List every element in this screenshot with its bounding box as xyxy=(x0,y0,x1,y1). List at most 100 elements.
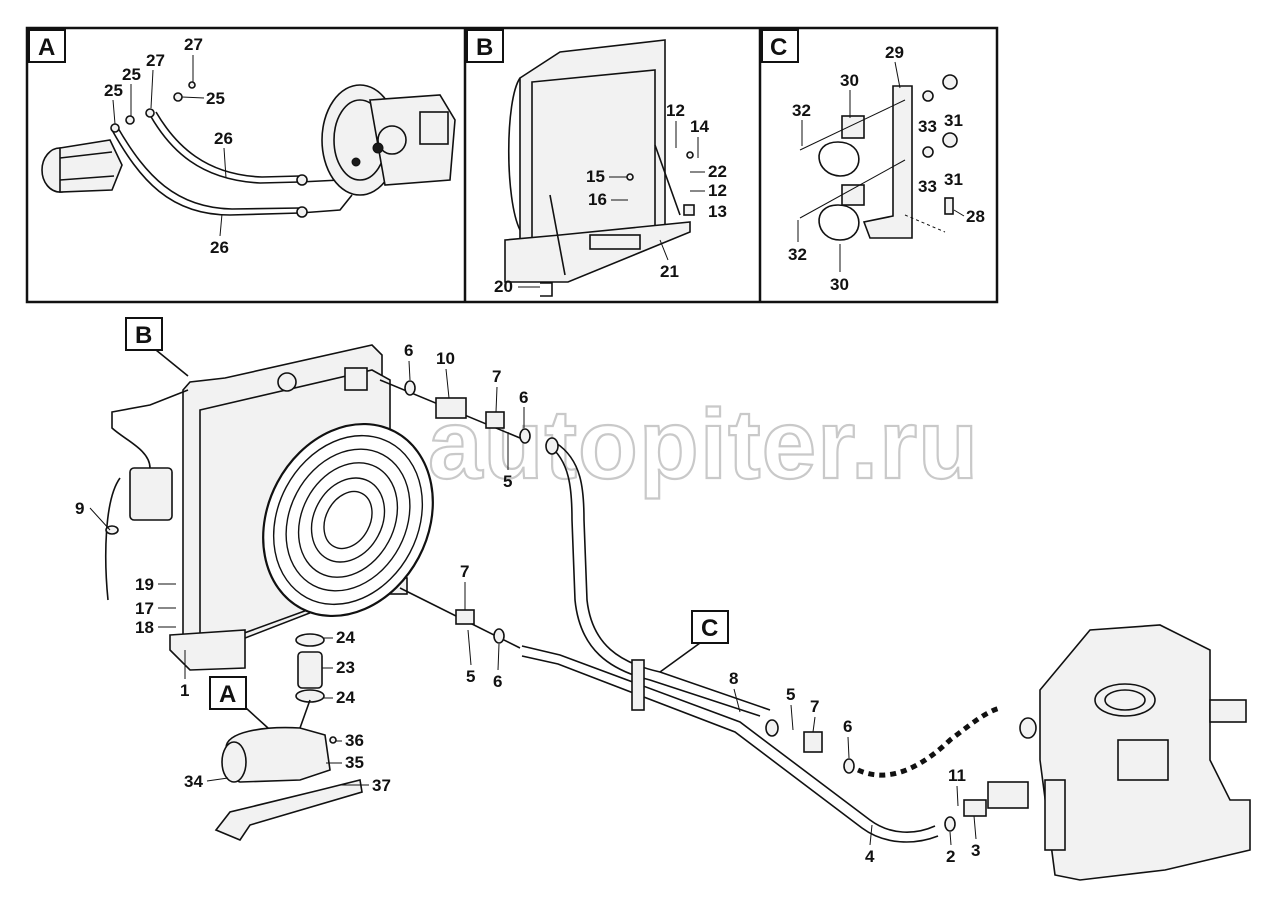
pump-port-2 xyxy=(351,157,361,167)
washer-33b xyxy=(922,146,934,158)
callout-24b: 24 xyxy=(336,688,355,707)
panel-a-label: A xyxy=(38,34,55,61)
connection-dashed xyxy=(856,705,1001,778)
o-ring-24a xyxy=(295,633,325,647)
callout-13: 13 xyxy=(708,202,727,221)
leader-6a xyxy=(408,360,411,381)
callout-5c: 5 xyxy=(786,685,795,704)
radiator-cap xyxy=(277,372,297,392)
clamp-3 xyxy=(963,799,987,817)
pump-gearbox-plate xyxy=(419,111,449,145)
callout-31b: 31 xyxy=(944,170,963,189)
radiator-outlet xyxy=(344,367,368,391)
panel-a-drawing: 27 25 27 25 25 26 26 xyxy=(41,35,456,257)
fitting-a4 xyxy=(173,92,183,102)
leader-5c xyxy=(790,704,794,731)
section-a-label: A xyxy=(219,681,236,708)
spacer-13 xyxy=(683,204,695,216)
leader-28 xyxy=(953,209,965,217)
valve-fitting xyxy=(987,781,1029,809)
expansion-tank xyxy=(129,467,173,521)
nut-31a xyxy=(942,74,958,90)
callout-26b: 26 xyxy=(210,238,229,257)
callout-25c: 25 xyxy=(206,89,225,108)
fitting-a6 xyxy=(296,174,308,186)
leader-7c xyxy=(812,716,816,733)
callout-32b: 32 xyxy=(788,245,807,264)
callout-14: 14 xyxy=(690,117,709,136)
fitting-a2 xyxy=(125,115,135,125)
panel-c-drawing: 29 30 32 33 31 33 31 28 32 30 xyxy=(788,43,985,294)
detail-panels: A B C xyxy=(25,26,999,304)
section-b-tag xyxy=(125,317,163,351)
callout-9: 9 xyxy=(75,499,84,518)
callout-37: 37 xyxy=(372,776,391,795)
leader-9 xyxy=(89,507,111,531)
callout-36: 36 xyxy=(345,731,364,750)
panel-b-drawing: 12 14 15 22 16 12 13 20 21 xyxy=(494,39,727,297)
bolt-36 xyxy=(329,736,337,744)
callout-12a: 12 xyxy=(666,101,685,120)
pump-port-1 xyxy=(372,142,384,154)
callout-4: 4 xyxy=(865,847,875,866)
panel-b-tag xyxy=(466,29,504,63)
leader-6d xyxy=(847,736,850,759)
leader-27b xyxy=(150,69,154,109)
o-ring-6a xyxy=(404,380,416,396)
chassis-flange xyxy=(1044,779,1066,851)
callout-16: 16 xyxy=(588,190,607,209)
o-ring-6c xyxy=(493,628,505,644)
callout-27b: 27 xyxy=(146,51,165,70)
fan-guard-ring-4 xyxy=(310,477,386,563)
callout-33b: 33 xyxy=(918,177,937,196)
callout-6c: 6 xyxy=(493,672,502,691)
hose-clamp-9 xyxy=(105,525,119,535)
callout-20: 20 xyxy=(494,277,513,296)
hose-lower-end xyxy=(299,194,353,214)
washer-33a xyxy=(922,90,934,102)
callout-19: 19 xyxy=(135,575,154,594)
callout-26a: 26 xyxy=(214,129,233,148)
clip-20 xyxy=(540,282,553,297)
pump-inlet-pipe xyxy=(299,699,311,729)
bracket-29 xyxy=(862,85,913,239)
callout-3: 3 xyxy=(971,841,980,860)
leader-3 xyxy=(973,815,977,840)
callout-12b: 12 xyxy=(708,181,727,200)
callout-30b: 30 xyxy=(830,275,849,294)
fan-guard-ring-1 xyxy=(272,434,424,606)
chassis-port xyxy=(1019,717,1037,739)
callout-21: 21 xyxy=(660,262,679,281)
callout-15: 15 xyxy=(586,167,605,186)
clamp-7b xyxy=(455,609,475,625)
base-plate-b xyxy=(589,234,641,250)
section-a-arrow xyxy=(245,707,269,729)
leader-4 xyxy=(869,824,873,846)
flange-10 xyxy=(435,397,467,419)
bolt-15 xyxy=(626,173,634,181)
callout-5b: 5 xyxy=(466,667,475,686)
lower-hose-a xyxy=(521,645,936,833)
callout-23: 23 xyxy=(336,658,355,677)
callout-7b: 7 xyxy=(460,562,469,581)
leader-7a xyxy=(495,386,498,413)
bolt-14 xyxy=(686,151,694,159)
upper-hose-a xyxy=(547,444,761,717)
leader-10 xyxy=(445,368,450,399)
callout-2: 2 xyxy=(946,847,955,866)
panel-a-tag xyxy=(28,29,66,63)
fitting-a5 xyxy=(188,81,196,89)
callout-10: 10 xyxy=(436,349,455,368)
hose-fitting-8 xyxy=(765,719,779,737)
callout-33a: 33 xyxy=(918,117,937,136)
callout-5a: 5 xyxy=(503,472,512,491)
leader-26a xyxy=(223,147,227,179)
callout-1: 1 xyxy=(180,681,189,700)
chassis-panel xyxy=(1117,739,1169,781)
section-b-label: B xyxy=(135,322,152,349)
chassis-step xyxy=(1209,699,1247,723)
fan-guard-ring-5 xyxy=(323,490,373,550)
clamp-7c xyxy=(803,731,823,753)
